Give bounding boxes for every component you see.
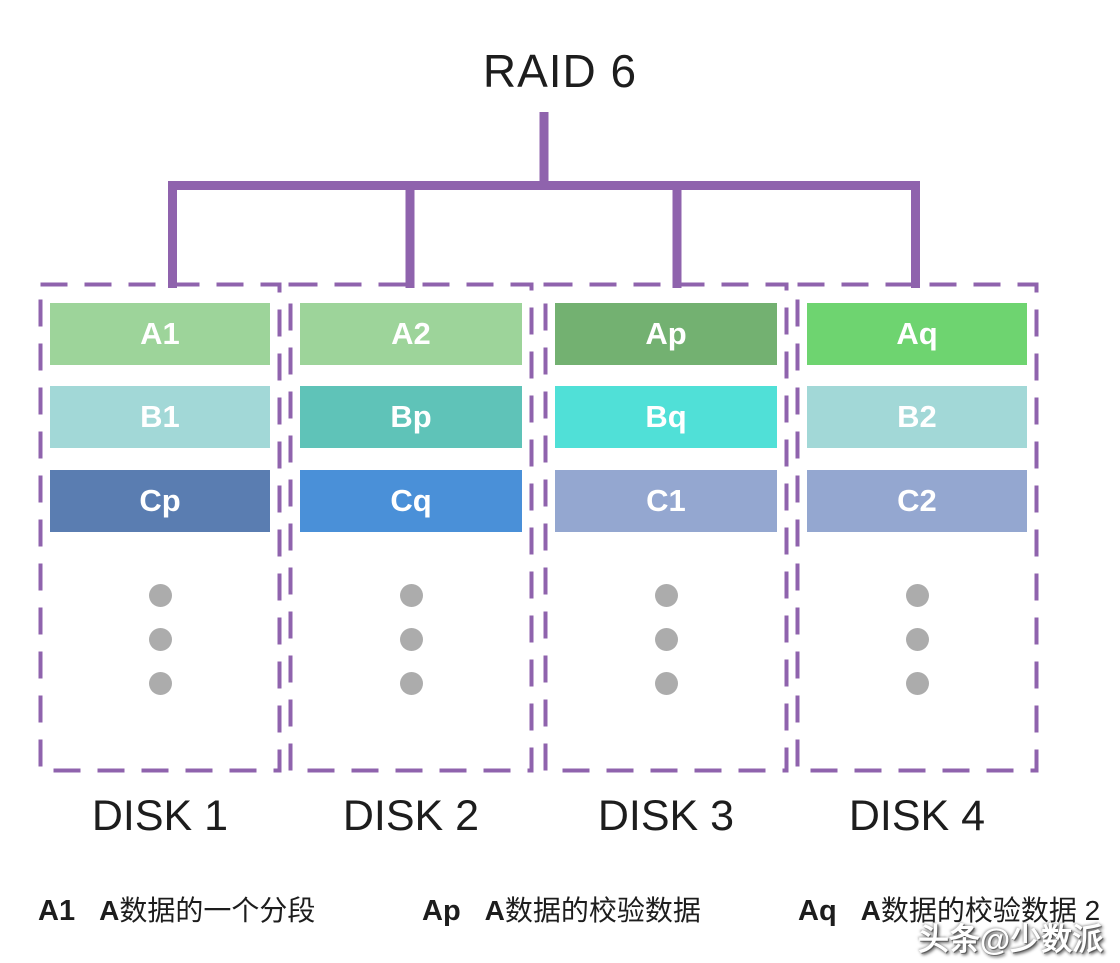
legend-desc-a1-prefix: A — [99, 895, 120, 926]
ellipsis-dot — [905, 672, 929, 695]
legend-item-aq: Aq A数据的校验数据 2 — [798, 889, 1100, 929]
ellipsis-dot — [905, 628, 929, 651]
stripe-block-bq: Bq — [555, 386, 777, 448]
legend-desc-aq-prefix: A — [860, 895, 881, 926]
ellipsis-dot — [654, 584, 678, 607]
legend-key-ap: Ap — [422, 895, 461, 927]
legend-desc-ap-prefix: A — [484, 895, 505, 926]
disk-3-dashed-border — [543, 282, 789, 773]
legend-desc-ap-text: 数据的校验数据 — [504, 895, 701, 926]
ellipsis-dot — [148, 628, 172, 651]
stripe-block-b1: B1 — [50, 386, 270, 448]
legend-desc-aq-text: 数据的校验数据 2 — [880, 895, 1101, 926]
ellipsis-dot — [399, 628, 423, 651]
stripe-block-cp: Cp — [50, 470, 270, 532]
ellipsis-dot — [654, 672, 678, 695]
ellipsis-dot — [399, 672, 423, 695]
stripe-block-b2: B2 — [807, 386, 1027, 448]
disk-1-ellipsis-dots — [40, 584, 280, 695]
disk-2-ellipsis-dots — [290, 584, 532, 695]
disk-2-dashed-border — [288, 282, 534, 773]
disk-4-label: DISK 4 — [848, 792, 986, 840]
legend-desc-aq: A数据的校验数据 2 — [861, 895, 1101, 926]
disk-3-ellipsis-dots — [545, 584, 787, 695]
disk-4-dashed-border — [795, 282, 1039, 773]
stripe-block-a2: A2 — [300, 303, 522, 365]
legend-key-aq: Aq — [798, 895, 837, 927]
stripe-block-c1: C1 — [555, 470, 777, 532]
legend-item-ap: Ap A数据的校验数据 — [422, 889, 701, 929]
diagram-title: RAID 6 — [482, 45, 638, 97]
legend-desc-ap: A数据的校验数据 — [485, 895, 701, 926]
watermark: 头条@少数派 — [918, 922, 1104, 957]
legend-item-a1: A1 A数据的一个分段 — [38, 889, 315, 929]
legend-key-a1: A1 — [38, 895, 76, 927]
ellipsis-dot — [905, 584, 929, 607]
disk-4: Aq B2 C2 — [797, 284, 1037, 770]
disk-3-label: DISK 3 — [597, 792, 735, 840]
stripe-block-c2: C2 — [807, 470, 1027, 532]
legend-desc-a1: A数据的一个分段 — [99, 895, 315, 926]
stripe-block-ap: Ap — [555, 303, 777, 365]
stripe-block-a1: A1 — [50, 303, 270, 365]
legend-desc-a1-text: 数据的一个分段 — [119, 895, 316, 926]
disk-3: Ap Bq C1 — [545, 284, 787, 770]
ellipsis-dot — [148, 672, 172, 695]
stripe-block-bp: Bp — [300, 386, 522, 448]
disk-1: A1 B1 Cp — [40, 284, 280, 770]
ellipsis-dot — [399, 584, 423, 607]
disk-1-dashed-border — [38, 282, 282, 773]
disk-2: A2 Bp Cq — [290, 284, 532, 770]
stripe-block-aq: Aq — [807, 303, 1027, 365]
disk-4-ellipsis-dots — [797, 584, 1037, 695]
disk-2-label: DISK 2 — [342, 792, 480, 840]
stripe-block-cq: Cq — [300, 470, 522, 532]
ellipsis-dot — [654, 628, 678, 651]
disk-1-label: DISK 1 — [91, 792, 229, 840]
ellipsis-dot — [148, 584, 172, 607]
